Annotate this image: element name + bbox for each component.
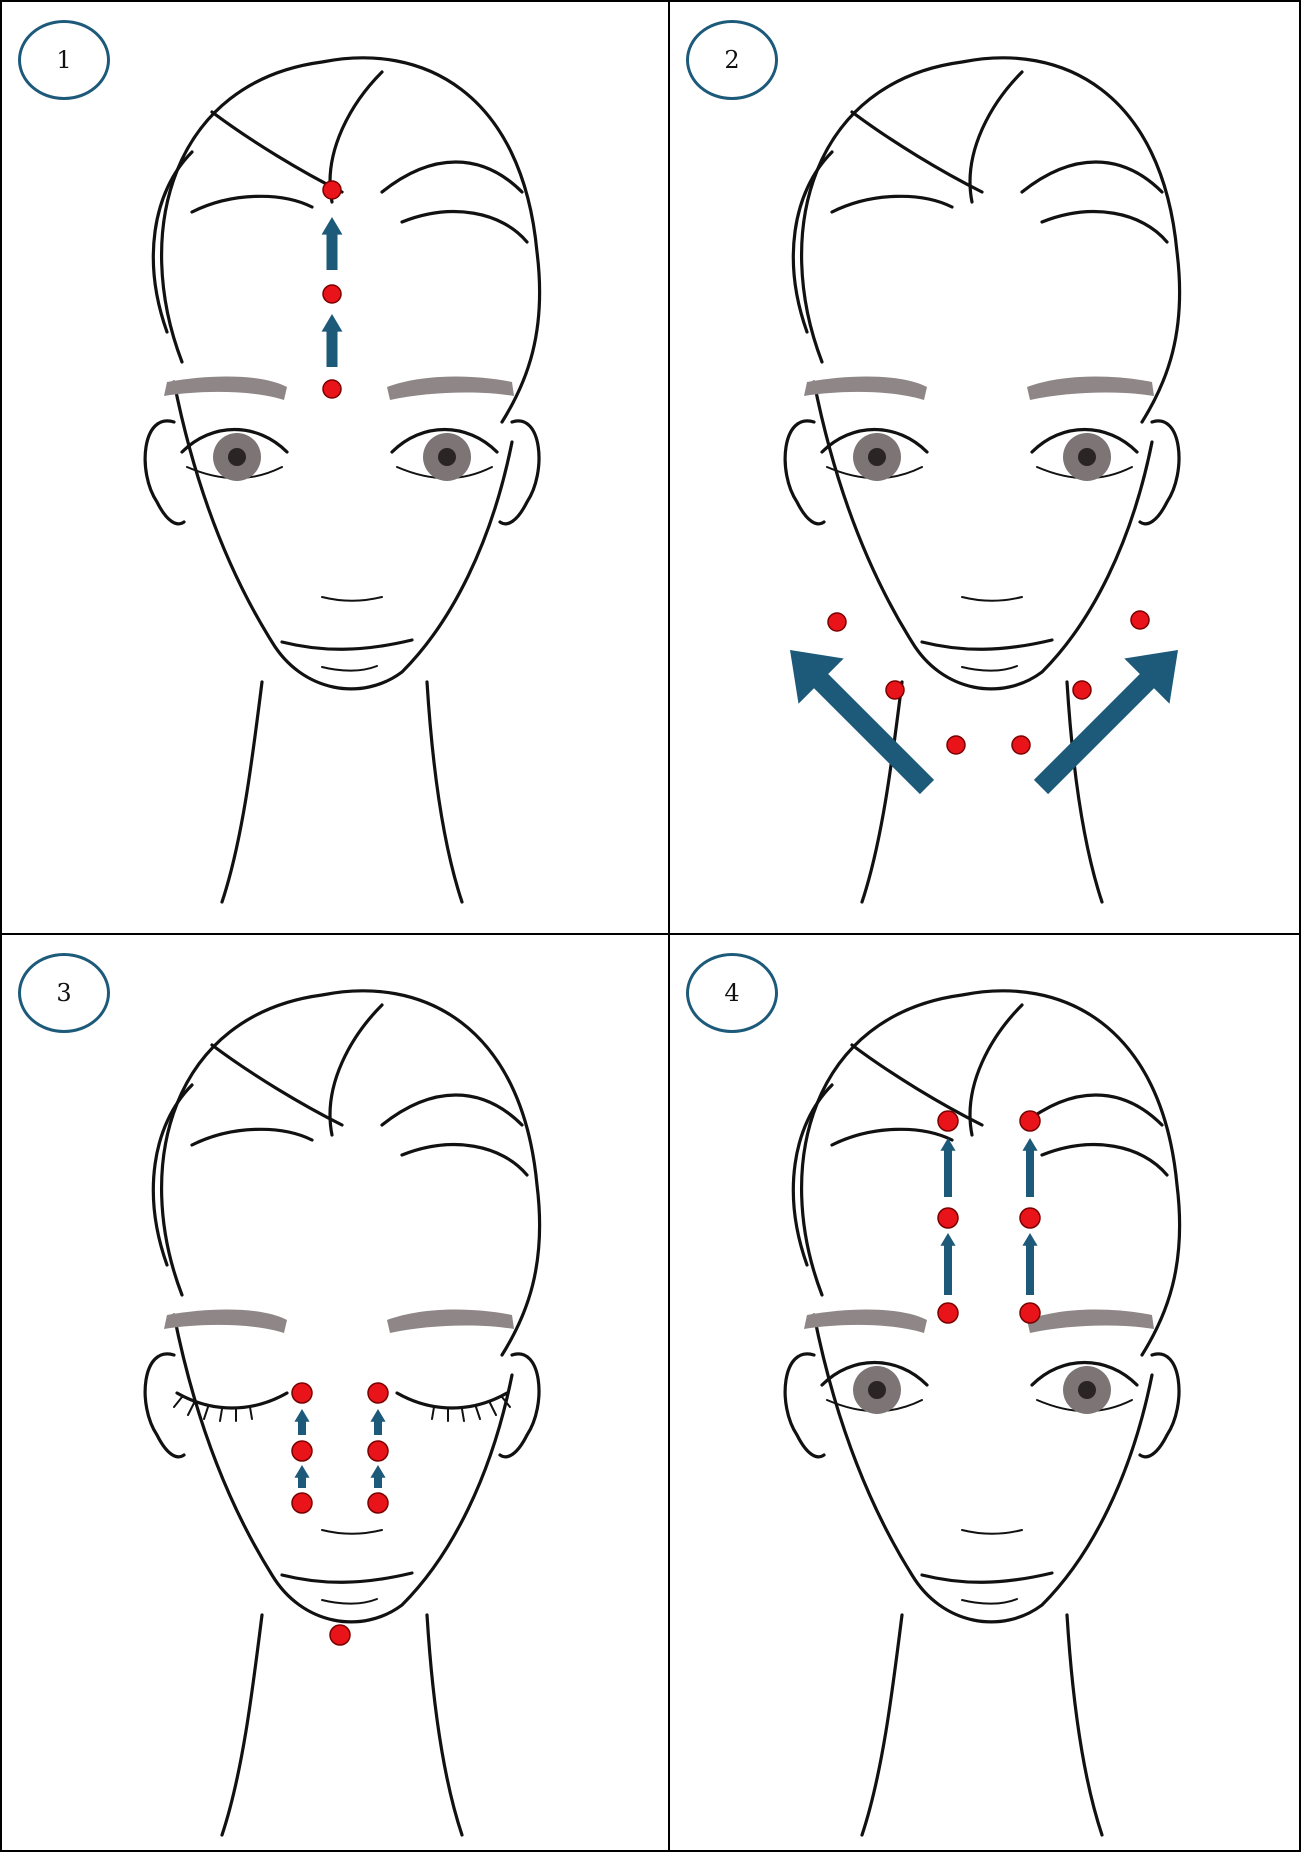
- step-number-badge: 4: [686, 953, 778, 1033]
- acupoint-dot: [947, 736, 965, 754]
- eyes-open: [182, 430, 497, 482]
- acupoint-markers: [938, 1111, 1040, 1323]
- acupoint-dot: [1012, 736, 1030, 754]
- up-arrow-icon: [370, 1409, 385, 1435]
- face-illustration: [670, 2, 1301, 935]
- eyes-closed: [174, 1393, 510, 1421]
- up-arrow-icon: [294, 1409, 309, 1435]
- up-arrow-icon: [370, 1465, 385, 1488]
- face-line-art: [785, 58, 1180, 902]
- acupoint-dot: [292, 1383, 312, 1403]
- acupoint-dot: [938, 1208, 958, 1228]
- acupoint-dot: [368, 1383, 388, 1403]
- eyes-open: [822, 1363, 1137, 1415]
- acupoint-dot: [323, 380, 341, 398]
- diagonal-arrow-icon: [790, 650, 934, 794]
- face-line-art: [785, 991, 1180, 1835]
- eyebrows: [804, 1310, 1154, 1333]
- acupoint-dot: [938, 1303, 958, 1323]
- step-panel-4: 4: [668, 933, 1301, 1852]
- acupoint-dot: [938, 1111, 958, 1131]
- acupoint-dot: [886, 681, 904, 699]
- acupoint-dot: [1020, 1111, 1040, 1131]
- step-number-badge: 2: [686, 20, 778, 100]
- up-arrow-icon: [940, 1233, 955, 1295]
- acupoint-dot: [368, 1493, 388, 1513]
- face-illustration: [2, 2, 670, 935]
- acupoint-dot: [292, 1441, 312, 1461]
- up-arrow-icon: [294, 1465, 309, 1488]
- up-arrow-icon: [940, 1138, 955, 1197]
- face-illustration: [2, 935, 670, 1852]
- acupoint-dot: [292, 1493, 312, 1513]
- eyes-open: [822, 430, 1137, 482]
- acupoint-dot: [828, 613, 846, 631]
- up-arrow-icon: [1022, 1233, 1037, 1295]
- acupoint-dot: [1073, 681, 1091, 699]
- acupoint-dot: [323, 285, 341, 303]
- acupoint-dot: [1131, 611, 1149, 629]
- acupoint-dot: [323, 181, 341, 199]
- step-panel-3: 3: [0, 933, 670, 1852]
- acupoint-markers: [322, 181, 343, 398]
- face-line-art: [145, 58, 540, 902]
- acupoint-dot: [1020, 1208, 1040, 1228]
- step-panel-2: 2: [668, 0, 1301, 935]
- up-arrow-icon: [1022, 1138, 1037, 1197]
- up-arrow-icon: [322, 217, 343, 270]
- step-number-badge: 3: [18, 953, 110, 1033]
- acupoint-dot: [1020, 1303, 1040, 1323]
- acupoint-dot: [368, 1441, 388, 1461]
- acupoint-markers: [790, 611, 1178, 794]
- face-line-art: [145, 991, 540, 1835]
- acupoint-markers: [292, 1383, 388, 1645]
- step-number-badge: 1: [18, 20, 110, 100]
- acupoint-dot: [330, 1625, 350, 1645]
- face-illustration: [670, 935, 1301, 1852]
- eyebrows: [804, 377, 1154, 400]
- eyebrows: [164, 1310, 514, 1333]
- up-arrow-icon: [322, 314, 343, 367]
- step-panel-1: 1: [0, 0, 670, 935]
- diagonal-arrow-icon: [1034, 650, 1178, 794]
